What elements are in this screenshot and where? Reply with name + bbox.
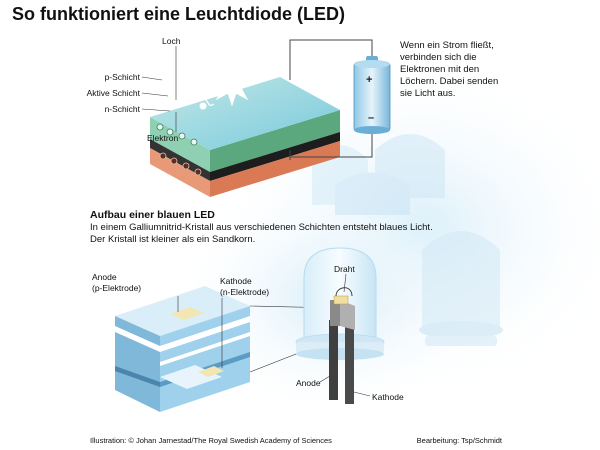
- illustration-credit: Illustration: © Johan Jarnestad/The Roya…: [90, 436, 332, 445]
- n-layer-label: n-Schicht: [104, 104, 140, 114]
- background-led-bulbs: [312, 134, 503, 346]
- anode-pin-label: Anode: [296, 378, 321, 388]
- wire-label: Draht: [334, 264, 355, 274]
- gan-crystal-stack: [115, 286, 250, 412]
- p-layer-label: p-Schicht: [104, 72, 140, 82]
- led-bulb-icon: [295, 247, 385, 404]
- semiconductor-layers-block: [150, 77, 340, 197]
- anode-electrode-label: Anode (p-Elektrode): [92, 272, 142, 293]
- electron-label: Elektron: [147, 133, 179, 143]
- battery-plus-sign: +: [366, 74, 373, 86]
- hole-label: Loch: [162, 36, 181, 46]
- battery-icon: [353, 56, 391, 134]
- page-title: So funktioniert eine Leuchtdiode (LED): [12, 4, 345, 24]
- led-description: Wenn ein Strom fließt, verbinden sich di…: [400, 40, 499, 99]
- light-burst-icon: [199, 62, 256, 110]
- bulb-label-leader-lines: [319, 375, 371, 397]
- cathode-pin-label: Kathode: [372, 392, 404, 402]
- blue-led-intro: In einem Galliumnitrid-Kristall aus vers…: [90, 222, 433, 245]
- circuit-wire: [289, 39, 373, 160]
- electron-and-hole-particles: [156, 123, 202, 176]
- active-layer-label: Aktive Schicht: [86, 88, 140, 98]
- top-label-leader-lines: [141, 46, 177, 132]
- editor-credit: Bearbeitung: Tsp/Schmidt: [416, 436, 502, 445]
- battery-minus-sign: –: [368, 112, 375, 124]
- blue-led-heading: Aufbau einer blauen LED: [90, 209, 215, 221]
- cathode-electrode-label: Kathode (n-Elektrode): [220, 276, 270, 297]
- crystal-label-leader-lines: [177, 296, 223, 368]
